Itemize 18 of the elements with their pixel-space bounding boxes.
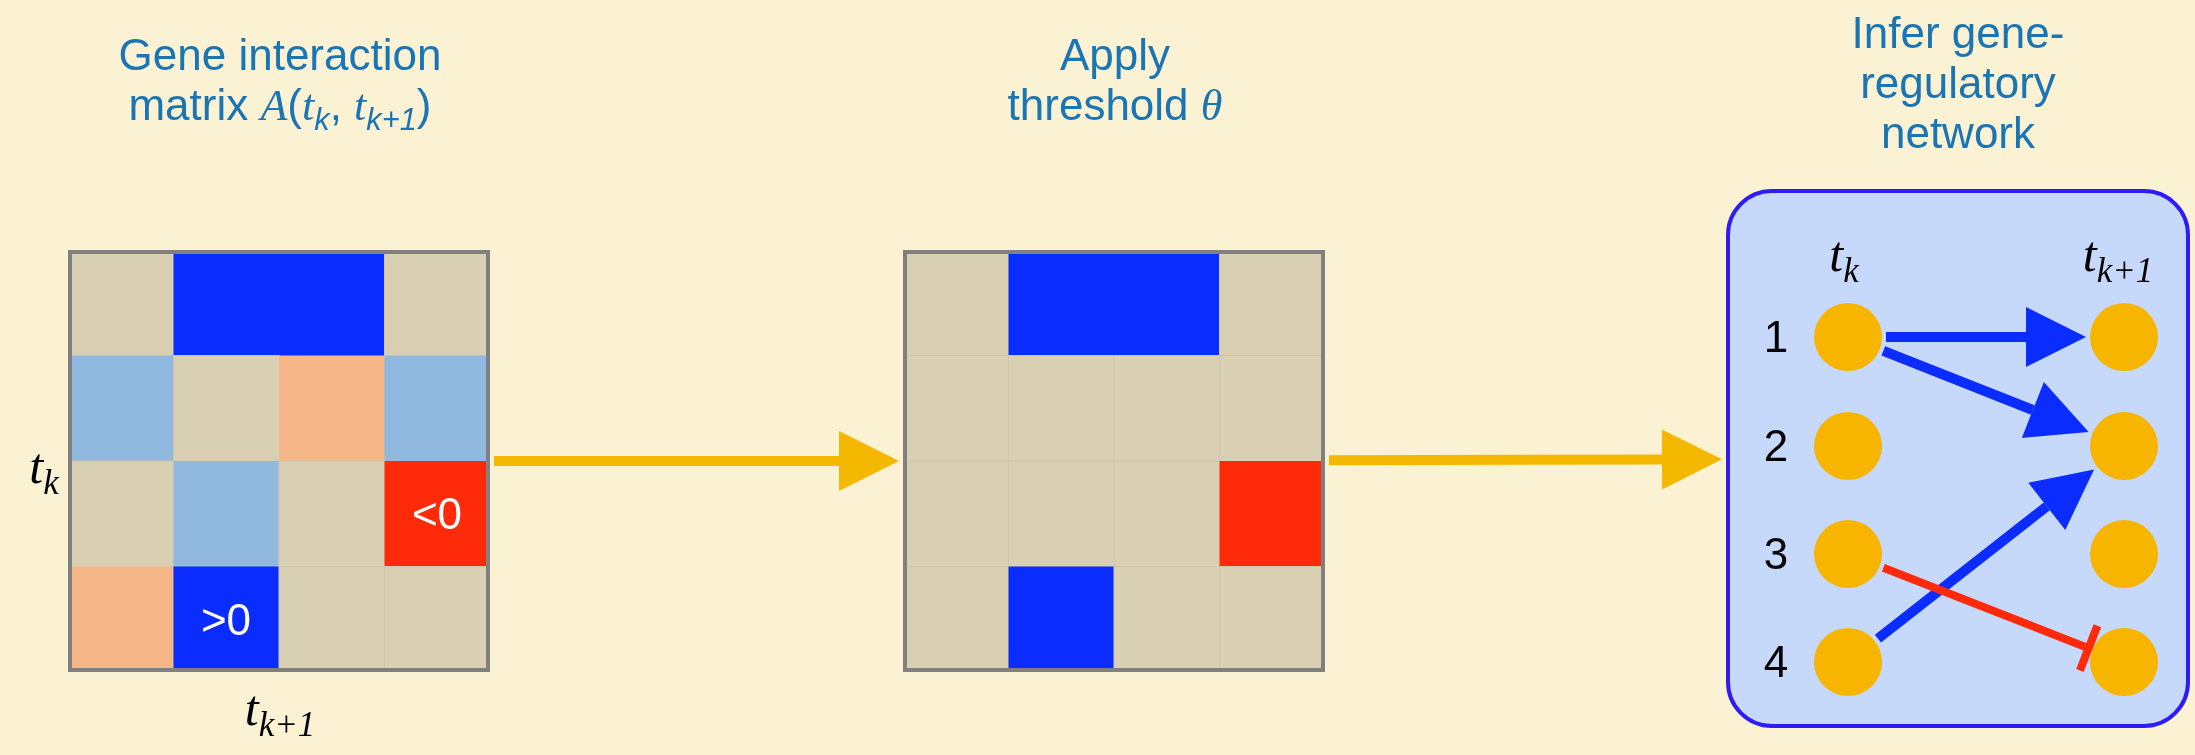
step-title: Infer gene-regulatory network	[1850, 8, 2066, 158]
axis-label: t$_{k}$	[29, 437, 59, 503]
step-title: Apply threshold θ	[1006, 30, 1224, 131]
cell-value: >0	[200, 595, 252, 645]
arrow	[494, 431, 899, 491]
column-header: t$_{k}$	[1829, 225, 1859, 291]
gene-number: 3	[1763, 529, 1789, 579]
gene-number: 4	[1763, 637, 1789, 687]
arrow	[1881, 346, 2089, 438]
column-header: t$_{k+1}$	[2082, 225, 2154, 291]
arrow	[1886, 307, 2086, 367]
gene-number: 2	[1763, 421, 1789, 471]
axis-label: t$_{k+1}$	[244, 679, 316, 745]
arrow	[1329, 429, 1722, 490]
arrow	[1874, 469, 2095, 643]
gene-number: 1	[1763, 312, 1789, 362]
cell-value: <0	[411, 489, 463, 539]
step-title: Gene interaction matrix A(t$_{k}$, t$_{k+1}$)	[117, 30, 443, 139]
